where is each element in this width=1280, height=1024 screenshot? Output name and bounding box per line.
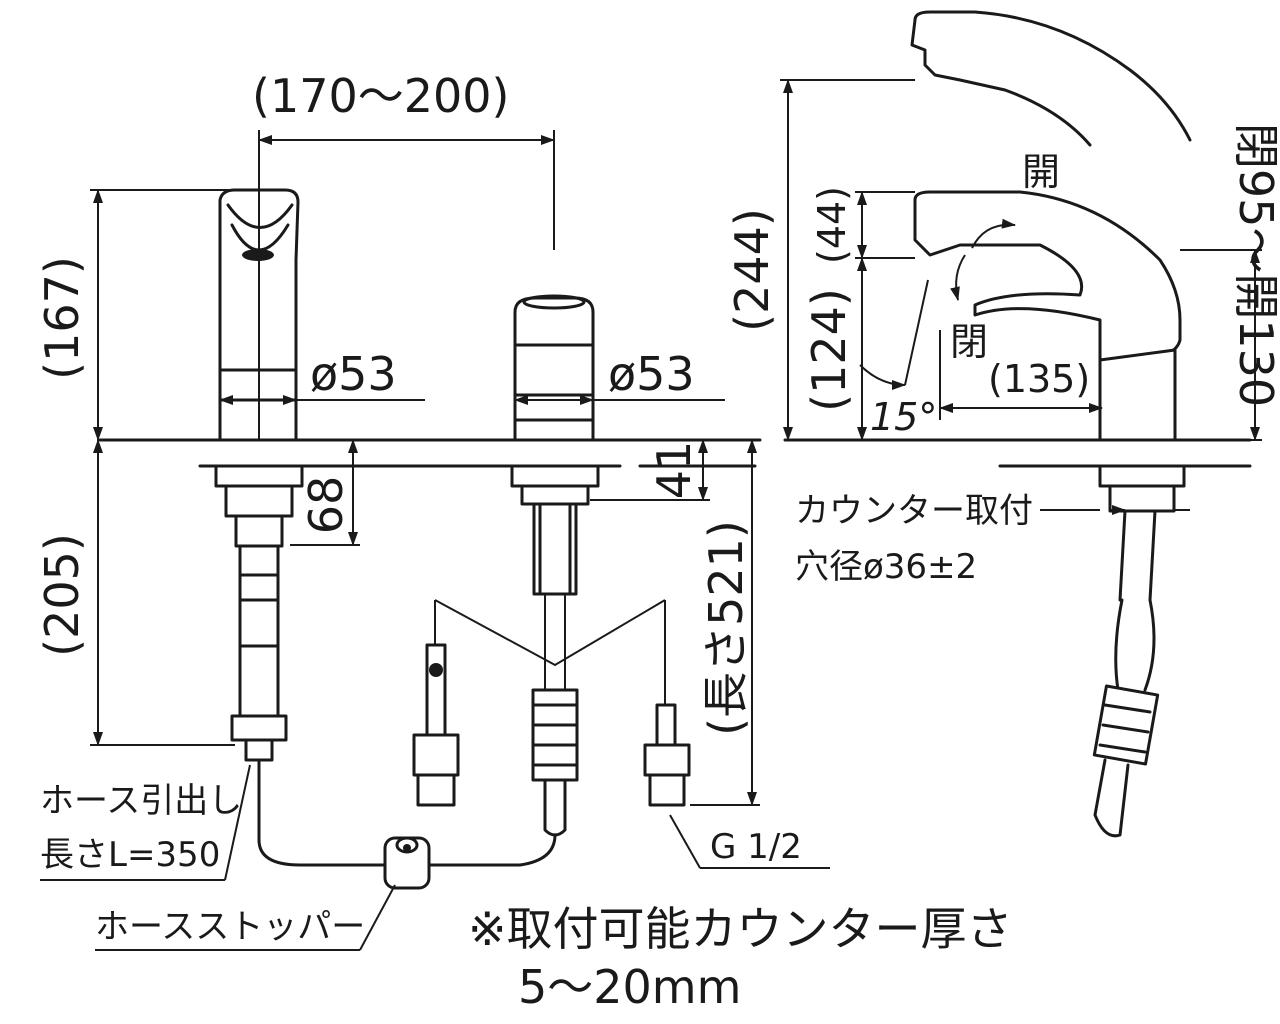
dim-167-label: (167) xyxy=(35,256,89,380)
dim-lever-range xyxy=(1180,249,1262,441)
dim-135 xyxy=(939,330,1103,420)
dim-244-label: (244) xyxy=(725,208,779,332)
handle-body-front xyxy=(513,294,595,442)
thread-label: G 1/2 xyxy=(710,827,802,867)
dim-205 xyxy=(90,439,235,746)
counter-hole-label-2: 穴径ø36±2 xyxy=(795,547,977,587)
dim-205-label: (205) xyxy=(35,533,89,657)
side-view-body xyxy=(910,10,1192,838)
counter-hole-label-1: カウンター取付 xyxy=(795,491,1033,531)
closed-label: 閉 xyxy=(950,320,988,364)
dim-15deg xyxy=(859,279,929,390)
supply-connector-left xyxy=(412,643,460,807)
dim-135-label: (135) xyxy=(988,357,1090,401)
supply-connector-right xyxy=(643,703,691,807)
dim-244 xyxy=(780,79,915,441)
dim-68-label: 68 xyxy=(299,476,353,535)
handle-shank xyxy=(510,464,600,837)
supply-lines xyxy=(434,599,666,705)
note-line-2: 5～20mm xyxy=(518,960,741,1014)
hose-length-label-1: ホース引出し xyxy=(40,781,242,821)
dim-44-label: (44) xyxy=(810,186,854,264)
note-line-1: ※取付可能カウンター厚さ xyxy=(468,902,1013,956)
spout-shank xyxy=(214,464,304,762)
dim-spacing-label: (170～200) xyxy=(252,69,510,123)
dim-41-label: 41 xyxy=(647,441,701,500)
hose-length-label-2: 長さL=350 xyxy=(40,835,220,875)
lever-range-label: 閉95～開130 xyxy=(1229,123,1280,407)
angle-label: 15° xyxy=(870,395,937,439)
open-label: 開 xyxy=(1022,150,1060,194)
spout-diameter-label: ø53 xyxy=(310,347,397,401)
lever-motion-arrows xyxy=(950,218,1016,301)
dim-68 xyxy=(290,439,360,546)
dim-spacing xyxy=(258,130,555,440)
dim-44-124 xyxy=(855,191,915,441)
dim-521-label: (長さ521) xyxy=(699,520,753,736)
dim-521 xyxy=(690,439,760,806)
hose-stopper-label: ホースストッパー xyxy=(95,907,365,947)
dim-41 xyxy=(590,439,710,501)
hose xyxy=(257,758,402,867)
dim-124-label: (124) xyxy=(802,288,856,412)
handle-diameter-label: ø53 xyxy=(608,347,695,401)
dim-167 xyxy=(90,189,230,441)
hose-stopper xyxy=(383,836,431,890)
